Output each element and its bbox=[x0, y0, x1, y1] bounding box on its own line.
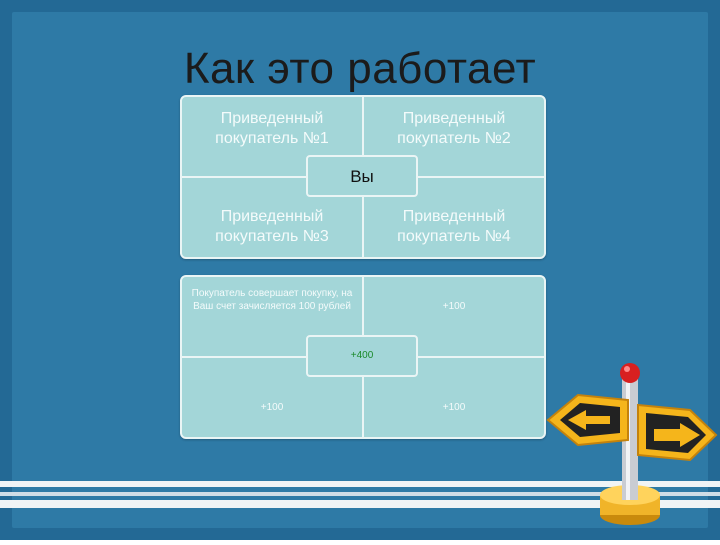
footer-band-1 bbox=[0, 481, 720, 487]
bonus-bottom-left-cell: +100 bbox=[192, 401, 352, 414]
purchase-note-cell: Покупатель совершает покупку, на Ваш сче… bbox=[186, 287, 358, 313]
bonus-top-right-cell: +100 bbox=[374, 300, 534, 313]
bonus-bottom-left: +100 bbox=[260, 402, 284, 413]
total-value: +400 bbox=[350, 350, 374, 361]
footer-band-2 bbox=[0, 492, 720, 496]
buyer-3-cell: Приведенный покупатель №3 bbox=[192, 207, 352, 247]
bonus-bottom-right: +100 bbox=[442, 402, 466, 413]
buyer-1-label: Приведенный покупатель №1 bbox=[215, 110, 329, 147]
you-box: Вы bbox=[306, 155, 418, 197]
buyer-4-label: Приведенный покупатель №4 bbox=[397, 208, 511, 245]
buyer-2-cell: Приведенный покупатель №2 bbox=[374, 109, 534, 149]
buyer-1-cell: Приведенный покупатель №1 bbox=[192, 109, 352, 149]
bonus-bottom-right-cell: +100 bbox=[374, 401, 534, 414]
bonus-top-right: +100 bbox=[442, 301, 466, 312]
slide-title: Как это работает bbox=[183, 44, 537, 93]
signpost-icon bbox=[540, 355, 720, 540]
you-label: Вы bbox=[350, 167, 374, 186]
buyer-4-cell: Приведенный покупатель №4 bbox=[374, 207, 534, 247]
purchase-note: Покупатель совершает покупку, на Ваш сче… bbox=[191, 288, 353, 312]
total-box: +400 bbox=[306, 335, 418, 377]
buyer-3-label: Приведенный покупатель №3 bbox=[215, 208, 329, 245]
footer-band-3 bbox=[0, 500, 720, 508]
buyer-2-label: Приведенный покупатель №2 bbox=[397, 110, 511, 147]
